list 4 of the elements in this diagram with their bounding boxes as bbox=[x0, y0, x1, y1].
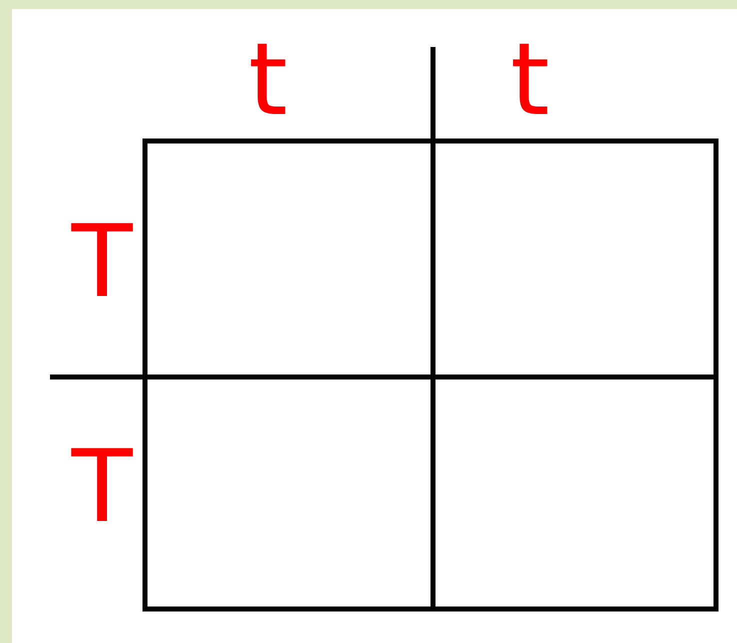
allele-label: t bbox=[509, 30, 551, 130]
allele-label: T bbox=[70, 437, 134, 537]
allele-label: T bbox=[70, 212, 134, 312]
allele-label: t bbox=[247, 30, 289, 130]
